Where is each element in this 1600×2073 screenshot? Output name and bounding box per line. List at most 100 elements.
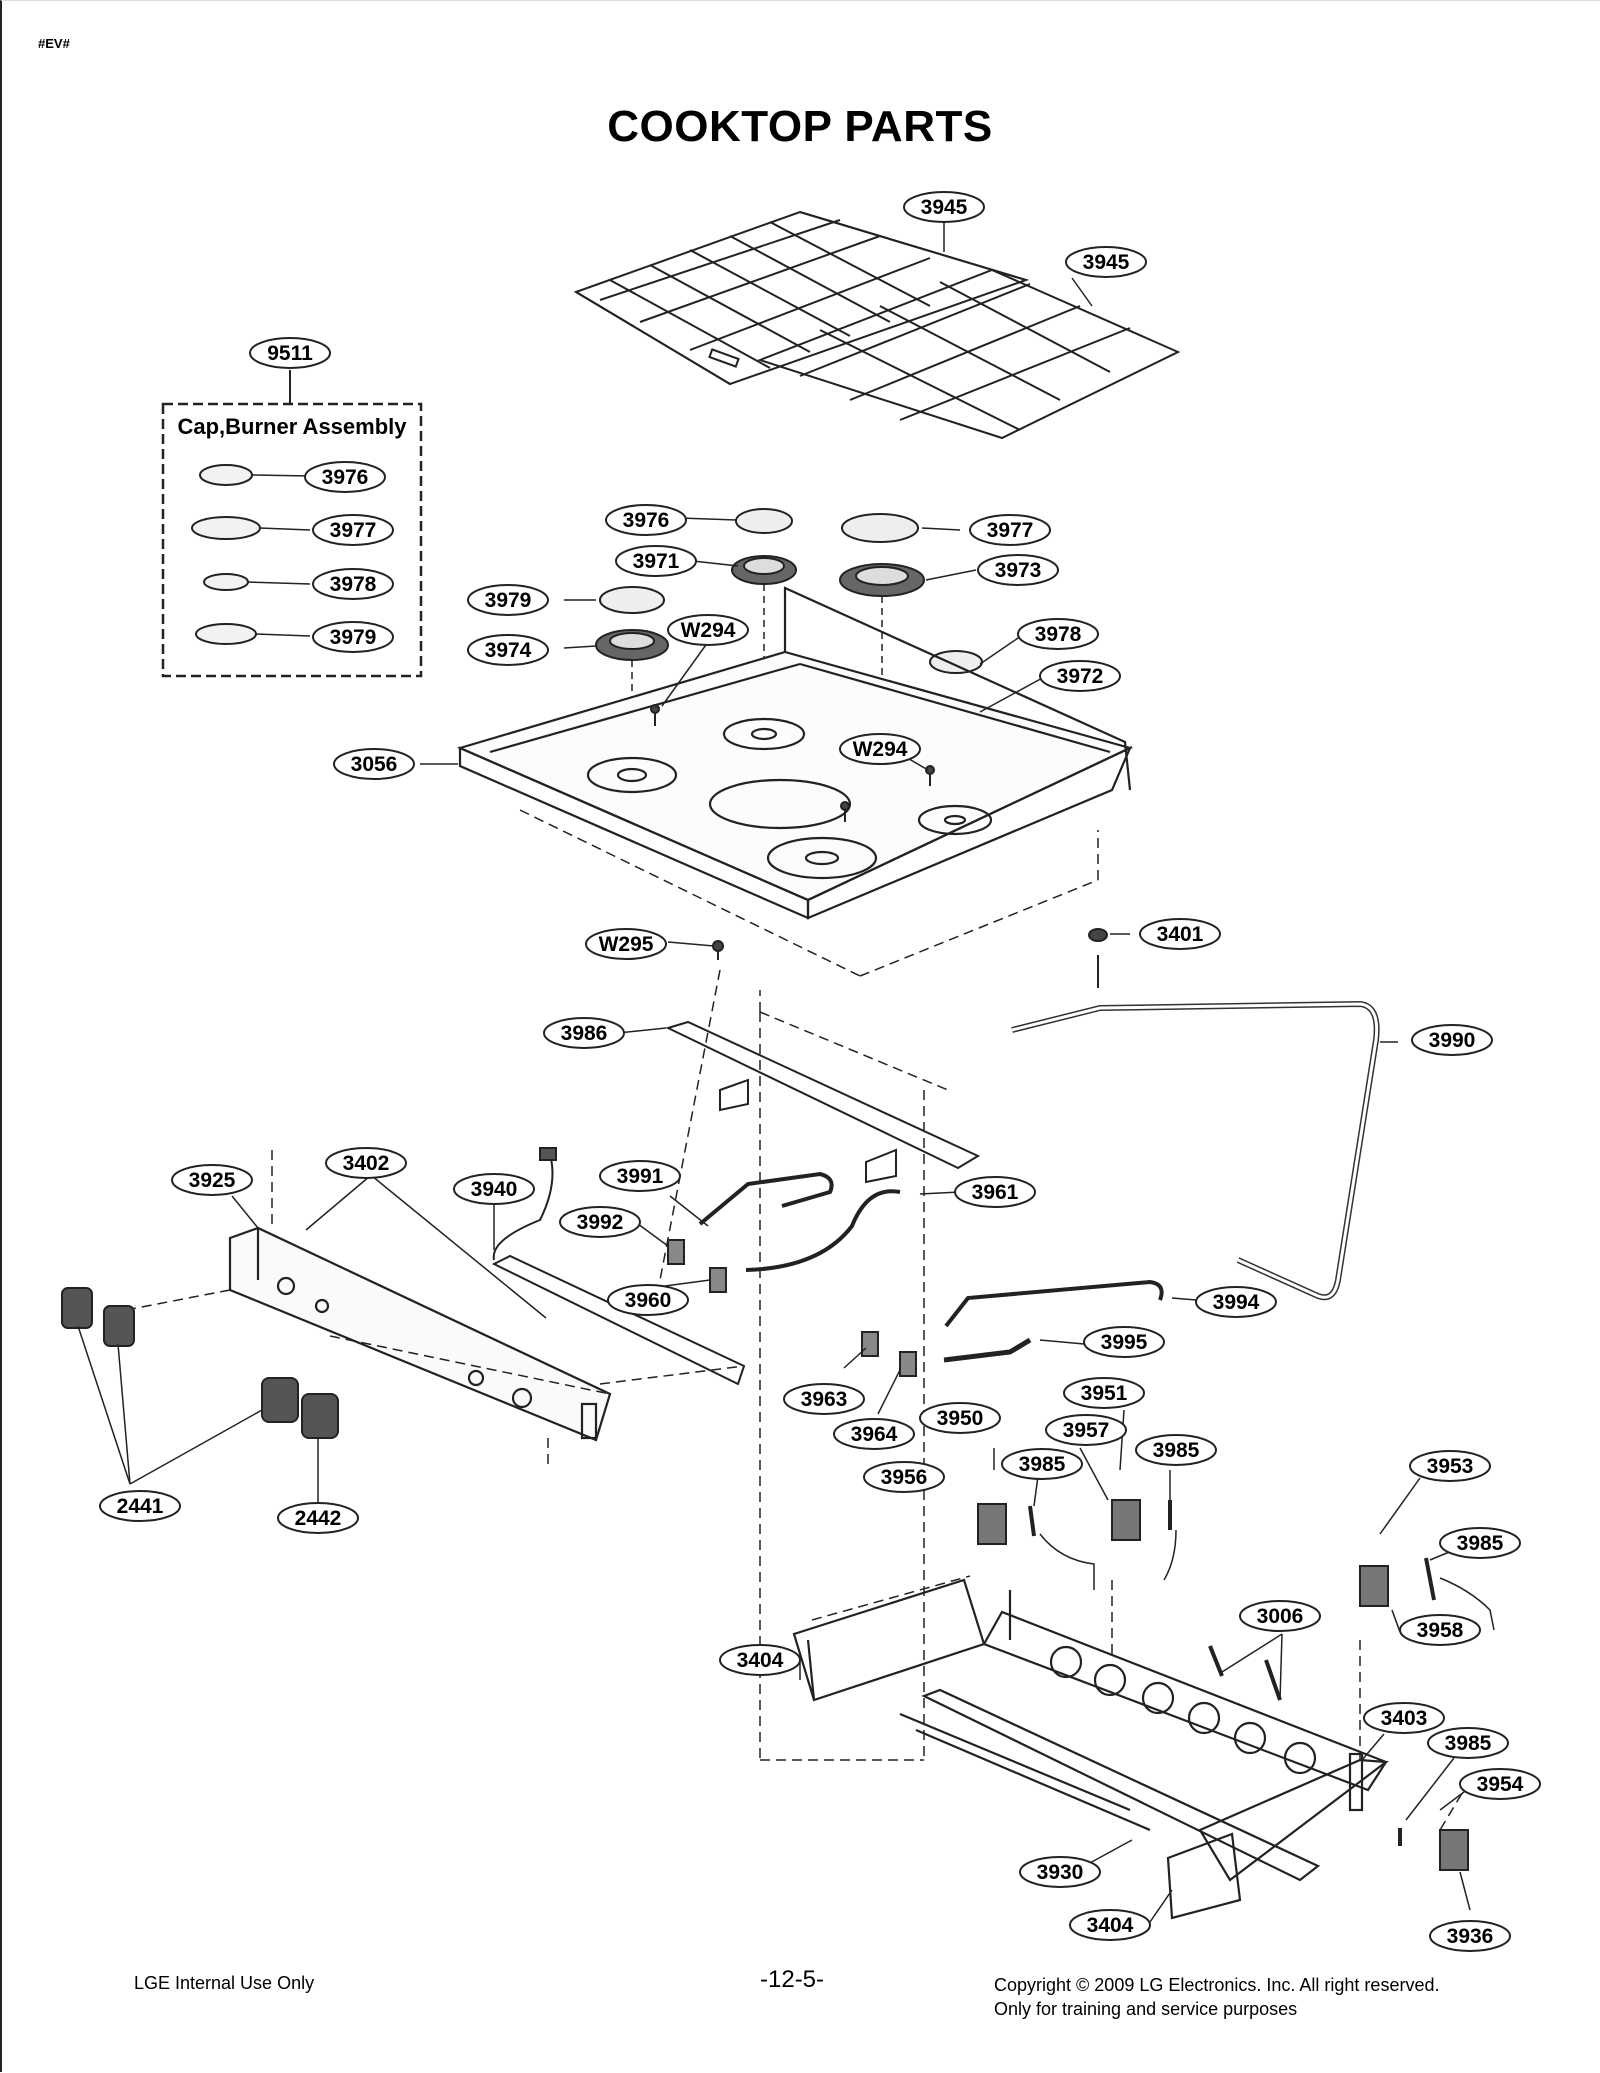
callout-3985: 3985 [1001,1448,1083,1480]
callout-oval [969,514,1051,546]
callout-label: 3979 [485,589,532,612]
callout-label: 2442 [295,1507,342,1530]
callout-label: 3992 [577,1211,624,1234]
callout-label: 3977 [987,519,1034,542]
callout-oval [1139,918,1221,950]
callout-oval [249,337,331,369]
callout-3971: 3971 [615,545,697,577]
callout-3954: 3954 [1459,1768,1541,1800]
footer-left: LGE Internal Use Only [134,1973,315,1993]
callout-3956: 3956 [863,1461,945,1493]
callout-oval [312,621,394,653]
callout-3930: 3930 [1019,1856,1101,1888]
callout-oval [453,1173,535,1205]
callout-3957: 3957 [1045,1414,1127,1446]
callout-label: 3954 [1477,1773,1524,1796]
callout-label: 3951 [1081,1382,1128,1405]
callout-label: 3945 [1083,251,1130,274]
callout-3403: 3403 [1363,1702,1445,1734]
callout-oval [543,1017,625,1049]
callout-2441: 2441 [99,1490,181,1522]
callout-3992: 3992 [559,1206,641,1238]
callout-label: 3402 [343,1152,390,1175]
callout-oval [783,1383,865,1415]
callout-label: 3974 [485,639,532,662]
callout-label: 3404 [1087,1914,1134,1937]
callout-3940: 3940 [453,1173,535,1205]
callout-oval [312,514,394,546]
callout-3986: 3986 [543,1017,625,1049]
callout-oval [467,584,549,616]
callout-label: 9511 [267,342,313,365]
callout-3974: 3974 [467,634,549,666]
callout-oval [1429,1920,1511,1952]
callout-label: 3985 [1153,1439,1200,1462]
assembly-box-title: Cap,Burner Assembly [177,414,407,439]
callout-oval [607,1284,689,1316]
callout-label: W294 [853,738,908,761]
callout-label: 3930 [1037,1861,1084,1884]
callout-3973: 3973 [977,554,1059,586]
page-title: COOKTOP PARTS [607,102,993,151]
callout-oval [1195,1286,1277,1318]
callout-oval [605,504,687,536]
callout-3985: 3985 [1427,1727,1509,1759]
callout-oval [667,614,749,646]
callout-2442: 2442 [277,1502,359,1534]
callout-3945: 3945 [1065,246,1147,278]
callout-3991: 3991 [599,1160,681,1192]
callout-label: 3964 [851,1423,898,1446]
callout-3985: 3985 [1135,1434,1217,1466]
callout-label: 3404 [737,1649,784,1672]
callout-label: 3957 [1063,1419,1110,1442]
callout-W294: W294 [667,614,749,646]
callout-label: 3945 [921,196,968,219]
callout-oval [1019,1856,1101,1888]
callout-oval [863,1461,945,1493]
callout-label: W295 [599,933,654,956]
callout-label: 3990 [1429,1029,1476,1052]
callout-oval [312,568,394,600]
control-panel-drawing [125,1150,745,1470]
callout-oval [1459,1768,1541,1800]
callout-oval [1363,1702,1445,1734]
igniter-wires-drawing [1039,1529,1495,1631]
callout-3950: 3950 [919,1402,1001,1434]
callout-oval [1065,246,1147,278]
callout-oval [1039,660,1121,692]
callout-label: 3940 [471,1178,518,1201]
callout-oval [1017,618,1099,650]
callout-3977: 3977 [969,514,1051,546]
callout-3401: 3401 [1139,918,1221,950]
callout-3404: 3404 [719,1644,801,1676]
callout-oval [615,545,697,577]
callout-3006: 3006 [1239,1600,1321,1632]
callout-oval [467,634,549,666]
callout-oval [599,1160,681,1192]
callout-label: 3961 [972,1181,1019,1204]
callout-label: 3972 [1057,665,1104,688]
callout-label: 2441 [117,1495,164,1518]
callout-label: 3978 [330,573,377,596]
orifice-holders-drawing [977,1499,1469,1871]
callout-oval [1411,1024,1493,1056]
callout-label: 3973 [995,559,1042,582]
callout-3960: 3960 [607,1284,689,1316]
callout-3958: 3958 [1399,1614,1481,1646]
valves-drawing [667,1239,917,1377]
callout-3977: 3977 [312,514,394,546]
callout-3995: 3995 [1083,1326,1165,1358]
callout-label: 3963 [801,1388,848,1411]
callout-label: 3958 [1417,1619,1464,1642]
cooktop-drawing [456,586,1134,977]
callout-label: 3985 [1457,1532,1504,1555]
callout-3963: 3963 [783,1383,865,1415]
callout-label: 3976 [623,509,670,532]
footer-right-line2: Only for training and service purposes [994,1999,1298,2019]
callout-oval [171,1164,253,1196]
callout-label: 3976 [322,466,369,489]
callout-label: 3995 [1101,1331,1148,1354]
callout-label: 3986 [561,1022,608,1045]
corner-tag: #EV# [38,36,70,51]
